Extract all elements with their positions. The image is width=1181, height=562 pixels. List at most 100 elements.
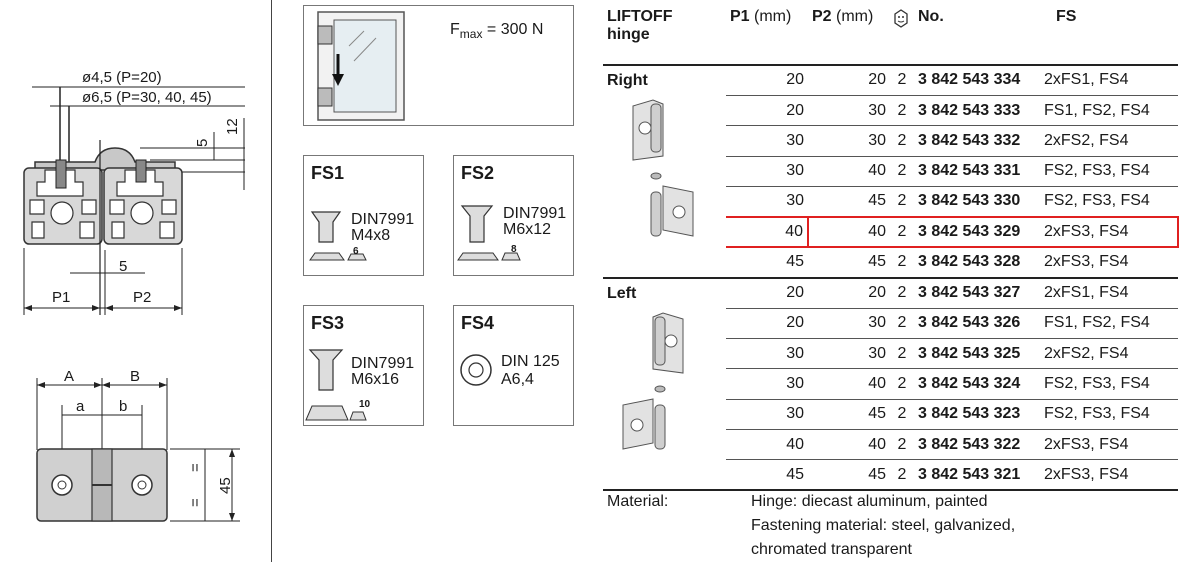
countersunk-screw-icon [309,211,367,261]
cell-p1: 40 [726,215,808,249]
fastener-spec-line1: DIN7991 [351,211,415,228]
cell-qty: 2 [890,95,914,127]
dim-p1: P1 [52,289,70,306]
cell-qty: 2 [890,215,914,249]
fastener-box-fs2: FS2 DIN7991 M6x12 8 [453,155,574,276]
cell-fasteners: 2xFS3, FS4 [1042,429,1178,461]
cell-p1: 30 [726,338,808,370]
material-line-3: chromated transparent [751,541,912,558]
cell-p1: 20 [726,65,808,96]
fastener-spec-line2: M6x12 [503,221,552,238]
nut-size-label: 6 [353,246,359,257]
cell-p2: 45 [808,247,890,279]
cell-p2: 40 [808,156,890,188]
cell-fasteners: 2xFS2, FS4 [1042,125,1178,157]
cell-qty: 2 [890,429,914,461]
cell-qty: 2 [890,459,914,492]
dim-12: 12 [224,118,241,135]
header-p1: P1 (mm) [726,3,808,66]
cell-p2: 40 [807,215,890,249]
eq-sign-bottom: = [187,498,204,507]
dimension-drawing-panel: ø4,5 (P=20) ø6,5 (P=30, 40, 45) 5 12 [0,0,272,562]
cell-p1: 30 [726,125,808,157]
cell-fasteners: FS2, FS3, FS4 [1042,368,1178,400]
cell-fasteners: FS2, FS3, FS4 [1042,186,1178,218]
cell-p1: 30 [726,399,808,431]
fastener-spec-line1: DIN7991 [503,205,567,222]
cell-qty: 2 [890,368,914,400]
cell-fasteners: 2xFS1, FS4 [1042,277,1178,309]
fastener-title: FS2 [461,163,495,183]
fastener-spec-line2: M4x8 [351,227,391,244]
dim-a-upper: A [64,368,74,385]
header-p2: P2 (mm) [808,3,890,66]
dim-5-top: 5 [194,139,211,147]
cell-p2: 30 [808,308,890,339]
cell-fasteners: FS2, FS3, FS4 [1042,156,1178,188]
cell-fasteners: 2xFS3, FS4 [1042,247,1178,279]
cell-p2: 30 [808,338,890,370]
group-cell: Right [603,65,726,279]
material-label: Material: [607,493,669,510]
fastener-box-fs4: FS4 DIN 125 A6,4 [453,305,574,426]
cell-p2: 45 [808,186,890,218]
fastener-spec-line1: DIN 125 [501,353,560,370]
cell-p2: 45 [808,399,890,431]
header-fs: FS [1042,3,1178,66]
fastener-spec-line1: DIN7991 [351,355,415,372]
cell-p1: 45 [726,247,808,279]
cell-p1: 20 [726,277,808,309]
cell-qty: 2 [890,399,914,431]
cell-part-number: 3 842 543 326 [914,308,1042,339]
cell-p1: 40 [726,429,808,461]
group-label: Right [607,72,648,89]
dim-5-bottom: 5 [119,258,127,275]
cell-p2: 30 [808,95,890,127]
cell-p1: 30 [726,156,808,188]
fastener-title: FS4 [461,313,495,333]
fastener-title: FS1 [311,163,345,183]
countersunk-screw-icon [457,205,521,261]
cell-part-number: 3 842 543 328 [914,247,1042,279]
cell-qty: 2 [890,125,914,157]
cell-p1: 20 [726,95,808,127]
dim-45: 45 [217,477,234,494]
cell-fasteners: FS2, FS3, FS4 [1042,399,1178,431]
fastener-box-fs3: FS3 DIN7991 M6x16 10 [303,305,424,426]
dim-a-lower: a [76,398,85,415]
hinge-photo-right [632,99,694,237]
cell-p1: 45 [726,459,808,492]
dim-p2: P2 [133,289,151,306]
fastener-title: FS3 [311,313,345,333]
cell-qty: 2 [890,308,914,339]
dim-b-upper: B [130,368,140,385]
cell-qty: 2 [890,338,914,370]
cell-part-number: 3 842 543 323 [914,399,1042,431]
cell-p1: 30 [726,186,808,218]
package-qty-icon [890,3,914,66]
nut-size-label: 8 [511,244,517,255]
cell-qty: 2 [890,247,914,279]
cell-part-number: 3 842 543 330 [914,186,1042,218]
cell-p2: 20 [808,277,890,309]
cell-part-number: 3 842 543 331 [914,156,1042,188]
fastener-spec-line2: M6x16 [351,371,400,388]
max-force-box: Fmax = 300 N [303,5,574,126]
group-cell: Left [603,277,726,492]
cell-p2: 30 [808,125,890,157]
eq-sign-top: = [187,463,204,472]
material-line-1: Hinge: diecast aluminum, painted [751,493,988,510]
cell-p2: 45 [808,459,890,492]
cell-part-number: 3 842 543 325 [914,338,1042,370]
